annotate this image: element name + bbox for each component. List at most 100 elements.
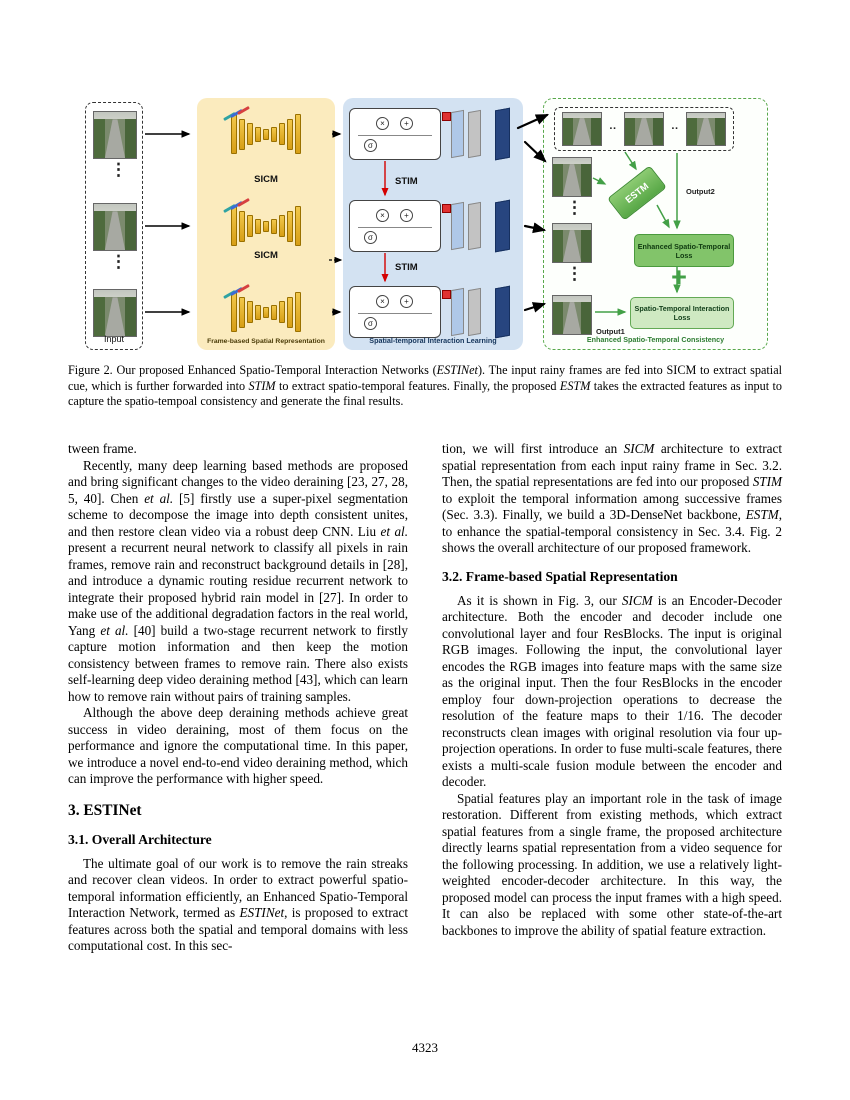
result-frame [552,157,592,197]
paragraph: The ultimate goal of our work is to remo… [68,855,408,954]
hidden-state-icon [442,204,451,213]
feature-bar [247,123,253,145]
feature-bar [287,210,293,242]
stim-row: × + σ [343,107,523,161]
page-number: 4323 [412,1040,438,1055]
paragraph: As it is shown in Fig. 3, our SICM is an… [442,592,782,790]
column-left: tween frame. Recently, many deep learnin… [68,441,408,955]
connector-line [358,135,432,136]
sicm-encoder-decoder [205,197,327,248]
estm-block: ESTM [607,165,667,221]
input-frame [93,289,137,337]
feature-bar [231,292,237,332]
feature-bar [279,123,285,145]
feature-slab [451,109,464,159]
hidden-state-icon [442,112,451,121]
feature-bar [255,304,261,320]
feature-map-chip [237,105,250,116]
horizontal-dots-icon: ·· [609,123,617,135]
stim-label: STIM [395,262,418,273]
multiply-icon: × [376,117,389,130]
interaction-loss-box: Spatio-Temporal Interaction Loss [630,297,734,329]
input-frame [93,203,137,251]
paragraph: Recently, many deep learning based metho… [68,457,409,704]
subsection-heading: 3.1. Overall Architecture [68,831,212,847]
estm-panel: ·· ·· ⋮ ⋮ ESTM Output2 Enhanced Spatio-T… [543,98,768,350]
multiply-icon: × [376,209,389,222]
feature-bar [279,215,285,237]
sigmoid-icon: σ [364,317,377,330]
feature-bar [295,114,301,154]
feature-map-chip [237,197,250,208]
vertical-dots-icon: ⋮ [566,264,583,283]
sicm-label: SICM [254,174,278,185]
feature-map-chip [237,283,250,294]
feature-bar [247,301,253,323]
sicm-panel: SICM SICM [197,98,335,350]
vertical-dots-icon: ⋮ [110,160,127,179]
vertical-dots-icon: ⋮ [110,252,127,271]
blue-panel-label: Spatial-temporal Interaction Learning [369,336,497,345]
navy-feature-block [495,199,510,253]
subsection-heading: 3.2. Frame-based Spatial Representation [442,568,678,584]
vertical-dots-icon: ⋮ [566,198,583,217]
paragraph: Although the above deep deraining method… [68,705,408,786]
paragraph: Spatial features play an important role … [442,790,782,938]
stim-module: × + σ [349,200,441,252]
feature-bar [247,215,253,237]
add-icon: + [400,295,413,308]
feature-bar [279,301,285,323]
feature-bar [295,206,301,246]
architecture-figure: ⋮ ⋮ Input SICM [85,98,768,356]
feature-slab [451,287,464,337]
sigmoid-icon: σ [364,231,377,244]
column-right: tion, we will first introduce an SICM ar… [442,441,782,939]
plus-icon: + [671,262,687,292]
sigmoid-icon: σ [364,139,377,152]
output2-label: Output2 [686,187,715,196]
output-frame [623,112,664,146]
connector-line [358,227,432,228]
result-frame [552,223,592,263]
paragraph: tween frame. [68,441,137,456]
feature-bar [231,206,237,246]
paragraph: tion, we will first introduce an SICM ar… [442,441,782,555]
feature-bar [287,296,293,328]
stim-row: × + σ [343,285,523,339]
feature-slab [468,201,481,251]
multiply-icon: × [376,295,389,308]
stim-module: × + σ [349,286,441,338]
feature-slab [451,201,464,251]
stim-label: STIM [395,176,418,187]
feature-bar [255,218,261,234]
input-frames-box: ⋮ ⋮ Input [85,102,143,350]
input-frame [93,111,137,159]
add-icon: + [400,117,413,130]
feature-bar [287,118,293,150]
feature-bar [271,126,277,142]
feature-bar [263,220,269,232]
hidden-state-icon [442,290,451,299]
result-frame [552,295,592,335]
output-frame [685,112,726,146]
stim-row: × + σ [343,199,523,253]
stim-panel: × + σ STIM × + σ [343,98,523,350]
figure-caption: Figure 2. Our proposed Enhanced Spatio-T… [68,363,783,409]
section-heading: 3. ESTINet [68,801,142,819]
sicm-encoder-decoder [205,105,327,156]
stim-module: × + σ [349,108,441,160]
sicm-label: SICM [254,250,278,261]
output-frame [562,112,602,146]
feature-bar [271,304,277,320]
connector-line [358,313,432,314]
green-panel-label: Enhanced Spatio-Temporal Consistency [586,335,725,344]
enhanced-loss-box: Enhanced Spatio-Temporal Loss [634,234,734,267]
sicm-encoder-decoder [205,283,327,334]
add-icon: + [400,209,413,222]
feature-bar [255,126,261,142]
feature-slab [468,287,481,337]
input-label: Input [103,334,125,344]
feature-bar [239,296,245,328]
feature-bar [263,306,269,318]
feature-bar [271,218,277,234]
